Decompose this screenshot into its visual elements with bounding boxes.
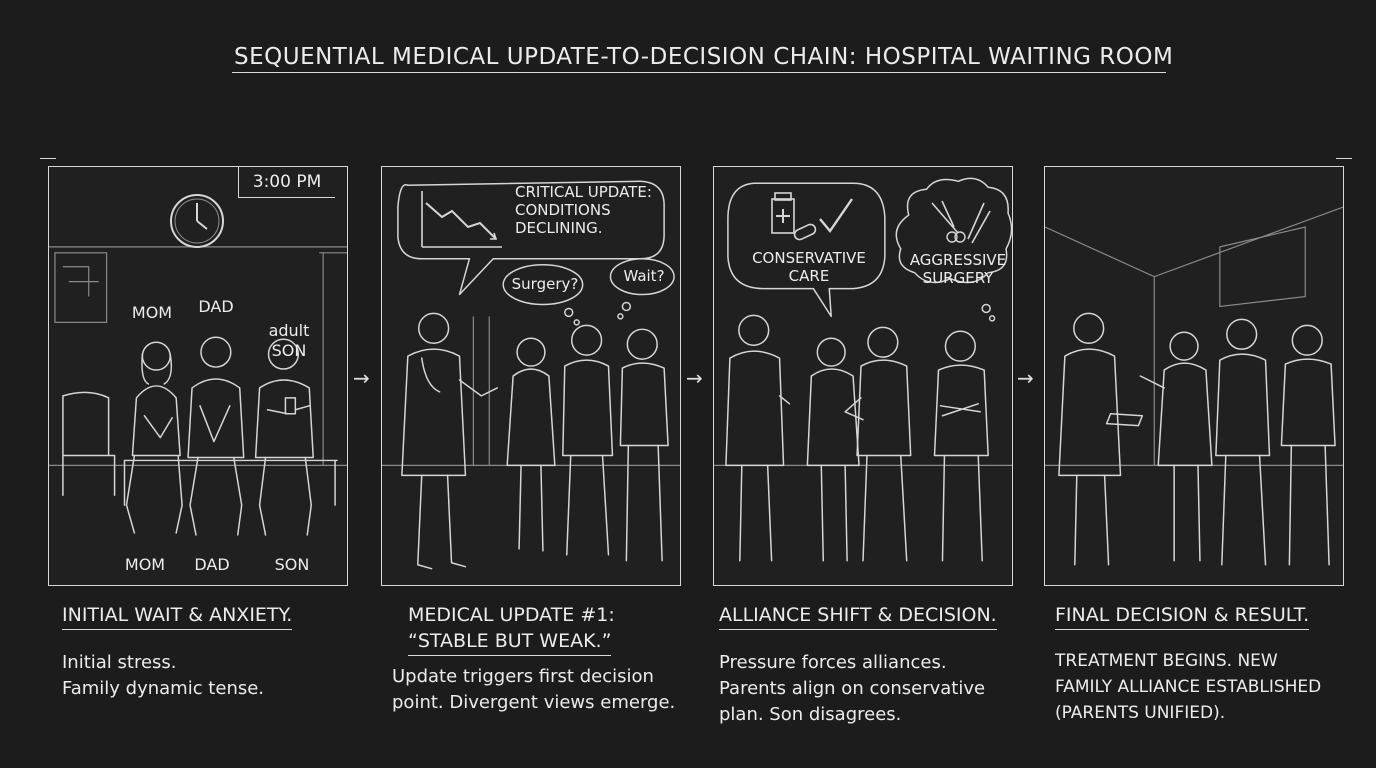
body-panel-4-line-2: FAMILY ALLIANCE ESTABLISHED — [1055, 677, 1322, 697]
frame-mark — [1336, 158, 1352, 159]
label-dad-top: DAD — [198, 297, 234, 316]
panel-medical-update: CRITICAL UPDATE: CONDITIONS DECLINING. S… — [381, 166, 681, 586]
body-panel-4: TREATMENT BEGINS. NEW FAMILY ALLIANCE ES… — [1055, 648, 1321, 726]
heading-panel-1-text: INITIAL WAIT & ANXIETY. — [62, 604, 293, 630]
body-panel-3-line-1: Pressure forces alliances. — [719, 652, 947, 673]
bubble-right-line-1: AGGRESSIVE — [909, 251, 1007, 269]
heading-panel-2-line-2: “STABLE BUT WEAK.” — [408, 630, 612, 656]
body-panel-1: Initial stress. Family dynamic tense. — [62, 650, 264, 702]
mom-figure — [506, 337, 556, 552]
mom-figure — [125, 341, 183, 534]
bubble-right-line-2: SURGERY — [922, 269, 994, 287]
doctor-figure — [401, 312, 498, 570]
son-figure — [254, 338, 314, 536]
aggressive-surgery-text: AGGRESSIVE SURGERY — [908, 251, 1008, 287]
son-figure — [933, 330, 989, 562]
checkmark-icon — [819, 198, 853, 233]
heading-panel-2: MEDICAL UPDATE #1: “STABLE BUT WEAK.” — [408, 602, 615, 656]
panel-alliance-shift: CONSERVATIVE CARE AGGRESSIVE SURGERY — [713, 166, 1013, 586]
body-panel-4-line-3: (PARENTS UNIFIED). — [1055, 703, 1226, 723]
dad-figure — [844, 326, 912, 562]
heading-panel-3: ALLIANCE SHIFT & DECISION. — [719, 604, 997, 630]
body-panel-2-line-2: point. Divergent views emerge. — [392, 692, 676, 713]
arrow-icon-1: → — [353, 366, 370, 390]
body-panel-3: Pressure forces alliances. Parents align… — [719, 650, 985, 728]
heading-panel-2-line-1: MEDICAL UPDATE #1: — [408, 604, 615, 626]
bubble-line-2: CONDITIONS — [515, 201, 611, 219]
chart-icon — [421, 191, 502, 248]
son-figure — [619, 328, 669, 562]
bubble-left-line-2: CARE — [788, 267, 830, 285]
dad-figure — [187, 336, 245, 536]
body-panel-4-line-1: TREATMENT BEGINS. NEW — [1055, 651, 1278, 671]
pill-icon — [793, 223, 817, 241]
body-panel-3-line-2: Parents align on conservative — [719, 678, 986, 699]
body-panel-2-line-1: Update triggers first decision — [392, 666, 654, 687]
title-underline — [232, 72, 1166, 73]
doctor-figure — [1058, 312, 1144, 566]
bubble-line-1: CRITICAL UPDATE: — [515, 183, 652, 201]
medicine-bottle-icon — [771, 192, 795, 234]
frame-mark — [40, 158, 56, 159]
label-mom-bottom: MOM — [124, 555, 166, 574]
arrow-icon-2: → — [686, 366, 703, 390]
heading-panel-1: INITIAL WAIT & ANXIETY. — [62, 604, 293, 630]
medicine-icons — [771, 192, 853, 241]
clock-icon — [170, 194, 224, 248]
body-panel-3-line-3: plan. Son disagrees. — [719, 704, 902, 725]
son-figure — [1280, 324, 1336, 566]
heading-panel-4-text: FINAL DECISION & RESULT. — [1055, 604, 1310, 630]
bubble-left-line-1: CONSERVATIVE — [752, 249, 866, 267]
body-panel-2: Update triggers first decision point. Di… — [392, 664, 675, 716]
critical-update-text: CRITICAL UPDATE: CONDITIONS DECLINING. — [515, 183, 665, 237]
time-display: 3:00 PM — [238, 167, 335, 198]
mom-figure — [806, 337, 860, 562]
arrow-icon-3: → — [1017, 366, 1034, 390]
label-son-bottom: SON — [274, 555, 310, 574]
alliance-scene — [714, 177, 1012, 562]
body-panel-1-line-2: Family dynamic tense. — [62, 678, 265, 699]
update-scene — [382, 180, 680, 570]
heading-panel-4: FINAL DECISION & RESULT. — [1055, 604, 1310, 630]
waiting-room-scene — [49, 246, 347, 536]
label-dad-bottom: DAD — [194, 555, 230, 574]
bubble-line-3: DECLINING. — [515, 219, 603, 237]
surgical-tools-icon — [931, 200, 991, 244]
thought-surgery: Surgery? — [511, 275, 579, 293]
final-scene — [1045, 206, 1343, 566]
heading-panel-3-text: ALLIANCE SHIFT & DECISION. — [719, 604, 997, 630]
mom-figure — [1139, 331, 1213, 562]
body-panel-1-line-1: Initial stress. — [62, 652, 177, 673]
dad-figure — [562, 324, 614, 556]
doctor-figure — [725, 314, 791, 562]
page-title: SEQUENTIAL MEDICAL UPDATE-TO-DECISION CH… — [234, 44, 1174, 70]
panel-final-decision — [1044, 166, 1344, 586]
thought-wait: Wait? — [623, 267, 665, 285]
label-mom-top: MOM — [131, 303, 173, 322]
dad-figure — [1215, 318, 1271, 566]
conservative-care-text: CONSERVATIVE CARE — [736, 249, 882, 285]
